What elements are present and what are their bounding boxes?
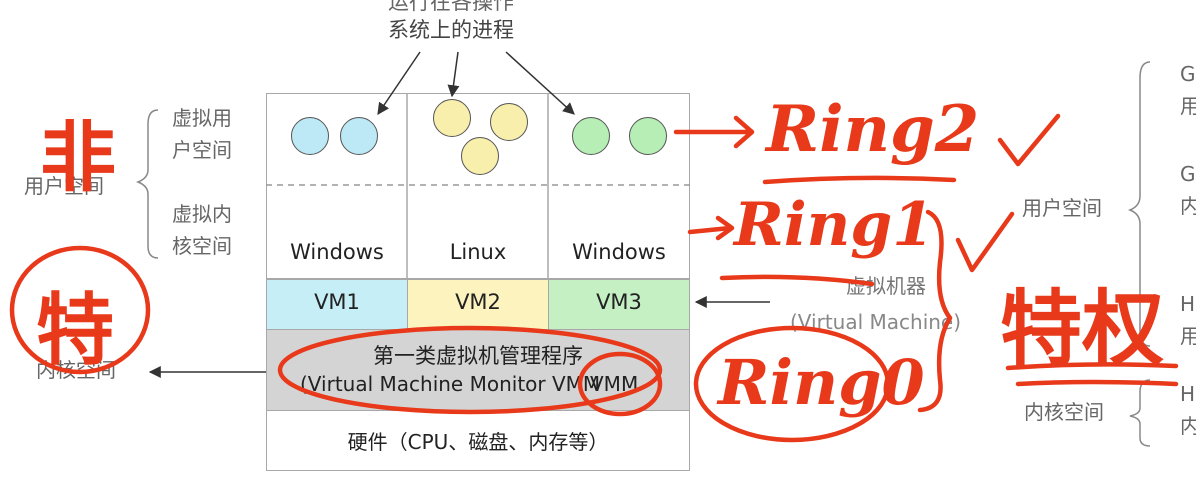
os-name-2: Linux bbox=[449, 240, 507, 264]
ring1-underline bbox=[719, 274, 875, 287]
user-space-label-right: 用户空间 bbox=[1022, 196, 1102, 220]
right-kernel-brace bbox=[1129, 379, 1151, 447]
virtual-user-space-line2: 户空间 bbox=[172, 138, 232, 162]
ring1-annotation: Ring1 bbox=[734, 190, 934, 260]
vm-box-2 bbox=[407, 279, 549, 330]
guest-os-frame bbox=[266, 93, 690, 279]
vmm-title: 第一类虚拟机管理程序 bbox=[373, 344, 583, 368]
process-circle bbox=[490, 103, 528, 141]
caption-arrow bbox=[505, 51, 575, 115]
edge-fragment: 用 bbox=[1180, 94, 1196, 118]
vmm-circle bbox=[277, 325, 663, 415]
red-annotation-strokes bbox=[9, 113, 1179, 443]
edge-fragment: H bbox=[1180, 382, 1196, 406]
process-circle bbox=[291, 117, 329, 155]
caption-line1: 运行在各操作 bbox=[388, 0, 514, 14]
vm-name-3: VM3 bbox=[596, 290, 642, 314]
virtual-user-space-line1: 虚拟用 bbox=[172, 106, 232, 130]
process-circle bbox=[572, 117, 610, 155]
vm-name-1: VM1 bbox=[314, 290, 360, 314]
caption-arrow bbox=[377, 51, 421, 115]
vm-box-1 bbox=[266, 279, 408, 330]
os-name-1: Windows bbox=[290, 240, 384, 264]
ring0-circle bbox=[693, 325, 891, 443]
privilege-underline bbox=[1005, 362, 1179, 371]
check-mark bbox=[955, 211, 1015, 273]
ring0-annotation: Ring0 bbox=[718, 346, 925, 419]
vm-label: 虚拟机器 bbox=[846, 274, 926, 298]
caption-arrow bbox=[447, 51, 460, 98]
special-circle bbox=[9, 245, 151, 375]
ring2-arrow bbox=[673, 115, 755, 149]
ring1-arrow bbox=[687, 215, 735, 241]
ring-group-brace bbox=[917, 209, 953, 413]
check-mark bbox=[997, 113, 1061, 167]
hardware-label: 硬件（CPU、磁盘、内存等） bbox=[347, 430, 609, 454]
process-circle bbox=[433, 99, 471, 137]
edge-fragment: H bbox=[1180, 292, 1196, 316]
privilege-annotation: 特权 bbox=[1000, 281, 1165, 377]
process-circle bbox=[461, 137, 499, 175]
caption-line2: 系统上的进程 bbox=[388, 18, 514, 42]
ring2-annotation: Ring2 bbox=[766, 92, 980, 167]
vm-name-2: VM2 bbox=[455, 290, 501, 314]
non-annotation: 非 bbox=[40, 113, 116, 202]
edge-fragment: G bbox=[1180, 162, 1196, 186]
special-annotation: 特 bbox=[36, 285, 115, 376]
edge-fragment: 内 bbox=[1180, 194, 1196, 218]
edge-fragment: 内 bbox=[1180, 414, 1196, 438]
edge-fragment: G bbox=[1180, 62, 1196, 86]
process-circle bbox=[629, 117, 667, 155]
privilege-underline bbox=[1015, 379, 1179, 387]
virtual-kernel-space-line1: 虚拟内 bbox=[172, 202, 232, 226]
kernel-space-label-right: 内核空间 bbox=[1024, 400, 1104, 424]
user-space-label: 用户空间 bbox=[24, 174, 104, 198]
left-inner-brace bbox=[135, 109, 159, 259]
right-user-brace bbox=[1127, 61, 1151, 347]
edge-fragment: 用 bbox=[1180, 324, 1196, 348]
vmm-subtitle: (Virtual Machine Monitor VMM bbox=[300, 372, 601, 396]
vmm-tag-circle bbox=[577, 351, 663, 417]
os-name-3: Windows bbox=[572, 240, 666, 264]
ring2-underline bbox=[762, 175, 957, 185]
process-circle bbox=[340, 117, 378, 155]
virtual-kernel-space-line2: 核空间 bbox=[172, 234, 232, 258]
